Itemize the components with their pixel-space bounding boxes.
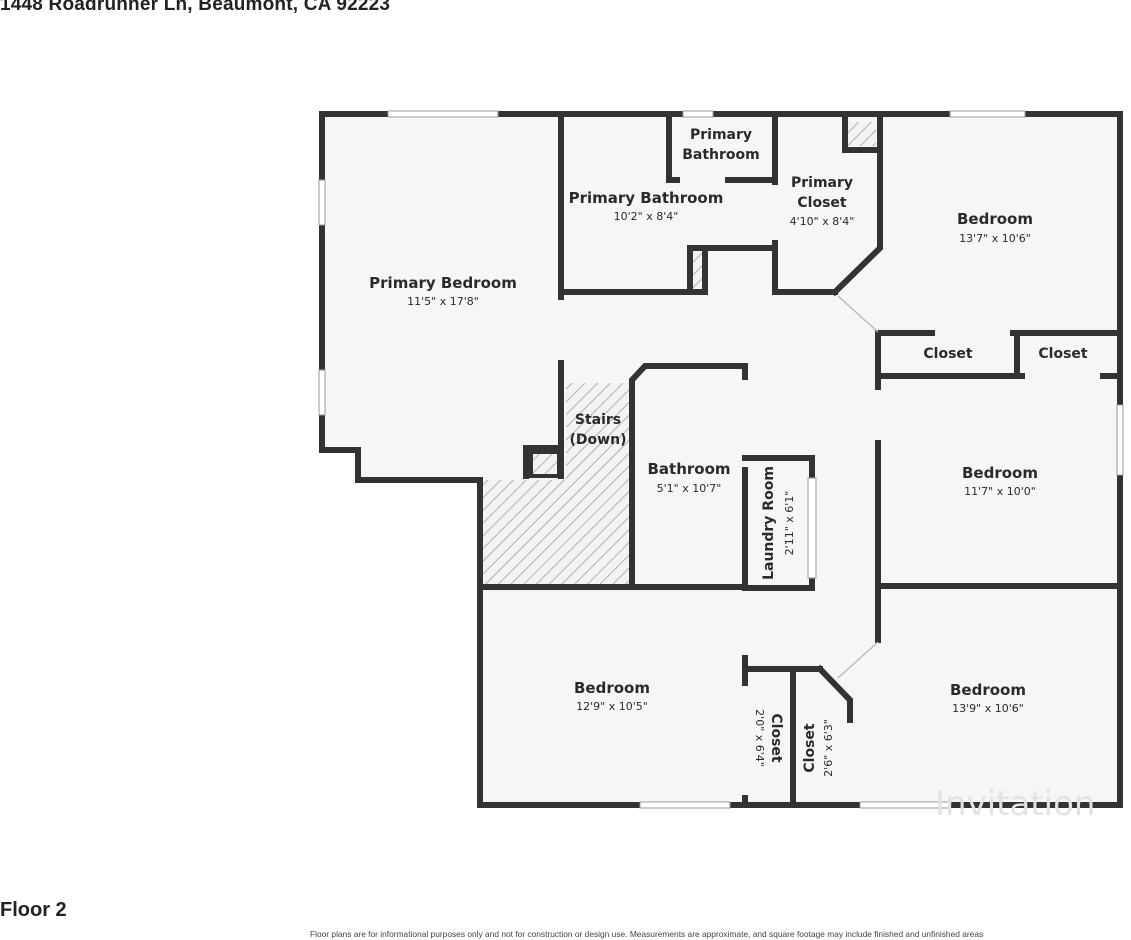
floor-area xyxy=(322,114,1120,805)
room-dims-closet-3: 2'0" x 6'4" xyxy=(753,709,766,767)
watermark-text: Invitation xyxy=(935,784,1095,824)
door-diagonals xyxy=(837,295,879,679)
room-name-closet-1: Closet xyxy=(923,346,973,362)
room-name-stairs-1: Stairs xyxy=(575,412,621,428)
room-name-closet-4: Closet xyxy=(802,723,818,773)
room-dims-closet-4: 2'6" x 6'3" xyxy=(822,719,835,777)
room-name-closet-3: Closet xyxy=(768,713,784,763)
room-name-bedroom-ne: Bedroom xyxy=(957,210,1033,228)
room-name-laundry: Laundry Room xyxy=(761,466,777,580)
disclaimer-text: Floor plans are for informational purpos… xyxy=(310,929,984,939)
laundry-label: Laundry Room 2'11" x 6'1" xyxy=(761,466,796,580)
floor-label: Floor 2 xyxy=(0,899,67,921)
room-dims-bathroom: 5'1" x 10'7" xyxy=(657,482,722,495)
room-dims-bedroom-e: 11'7" x 10'0" xyxy=(964,485,1036,498)
room-name-primary-closet-2: Closet xyxy=(797,195,847,211)
shaft-hatch-2 xyxy=(848,122,876,146)
room-name-primary-bathroom-small-2: Bathroom xyxy=(682,147,760,163)
closet-3-label: Closet 2'0" x 6'4" xyxy=(753,709,784,767)
room-dims-laundry: 2'11" x 6'1" xyxy=(783,491,796,556)
room-dims-bedroom-sw: 12'9" x 10'5" xyxy=(576,700,648,713)
room-name-bedroom-se: Bedroom xyxy=(950,681,1026,699)
room-name-bedroom-sw: Bedroom xyxy=(574,679,650,697)
windows xyxy=(318,110,1124,809)
shaft-hatch-1 xyxy=(690,250,703,288)
room-dims-bedroom-se: 13'9" x 10'6" xyxy=(952,702,1024,715)
room-name-primary-closet-1: Primary xyxy=(791,175,853,191)
room-dims-bedroom-ne: 13'7" x 10'6" xyxy=(959,232,1031,245)
stairs-hatch-small-1 xyxy=(529,450,561,478)
room-name-bedroom-e: Bedroom xyxy=(962,464,1038,482)
property-address: 1448 Roadrunner Ln, Beaumont, CA 92223 xyxy=(0,0,391,15)
room-name-closet-2: Closet xyxy=(1038,346,1088,362)
room-name-bathroom: Bathroom xyxy=(647,460,730,478)
room-dims-primary-bathroom: 10'2" x 8'4" xyxy=(614,210,679,223)
room-name-primary-bathroom: Primary Bathroom xyxy=(569,189,724,207)
room-name-stairs-2: (Down) xyxy=(570,432,627,448)
doorways xyxy=(557,176,1100,795)
room-dims-primary-closet: 4'10" x 8'4" xyxy=(790,215,855,228)
stairs-hatch xyxy=(483,383,632,585)
room-dims-primary-bedroom: 11'5" x 17'8" xyxy=(407,295,479,308)
closet-4-label: Closet 2'6" x 6'3" xyxy=(802,719,835,777)
room-name-primary-bedroom: Primary Bedroom xyxy=(369,274,517,292)
room-name-primary-bathroom-small-1: Primary xyxy=(690,127,752,143)
